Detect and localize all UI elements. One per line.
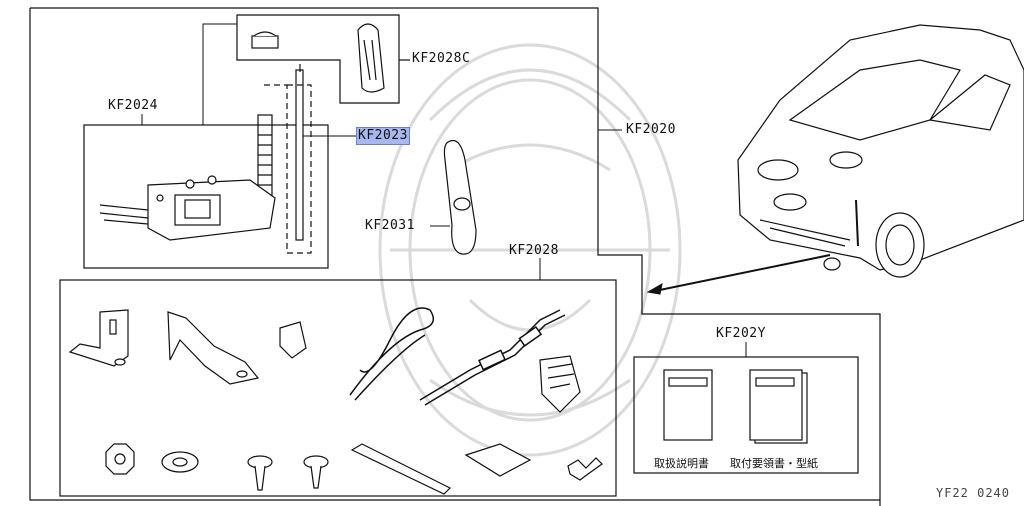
kf2024-box: [83, 124, 329, 269]
label-kf2024: KF2024: [108, 98, 158, 113]
label-kf2023: KF2023: [356, 127, 410, 145]
harness-parts: [349, 307, 566, 406]
fastener-parts: [105, 443, 603, 495]
kf2028-box: [59, 279, 617, 497]
power-antenna-part: [99, 64, 312, 254]
bracket-parts: [68, 309, 307, 385]
document-booklets: [663, 369, 808, 444]
kf2028c-box: [236, 14, 410, 104]
label-kf2020: KF2020: [626, 122, 676, 137]
outer-frame: [29, 7, 881, 506]
label-instruction-manual: 取扱説明書: [654, 457, 709, 470]
figure-reference-code: YF22 0240: [935, 486, 1010, 500]
vehicle-illustration: [737, 24, 1024, 278]
label-kf202y: KF202Y: [716, 326, 766, 341]
grommet-part: [251, 31, 279, 49]
connector-part: [539, 355, 581, 413]
label-kf2028c: KF2028C: [412, 51, 471, 66]
label-kf2028: KF2028: [509, 243, 559, 258]
pointer-arrow: [649, 254, 831, 293]
label-installation-guide: 取付要領書・型紙: [730, 457, 818, 470]
kf2028c-part: [357, 23, 385, 93]
label-kf2031: KF2031: [365, 218, 415, 233]
kf2031-part: [443, 139, 477, 255]
